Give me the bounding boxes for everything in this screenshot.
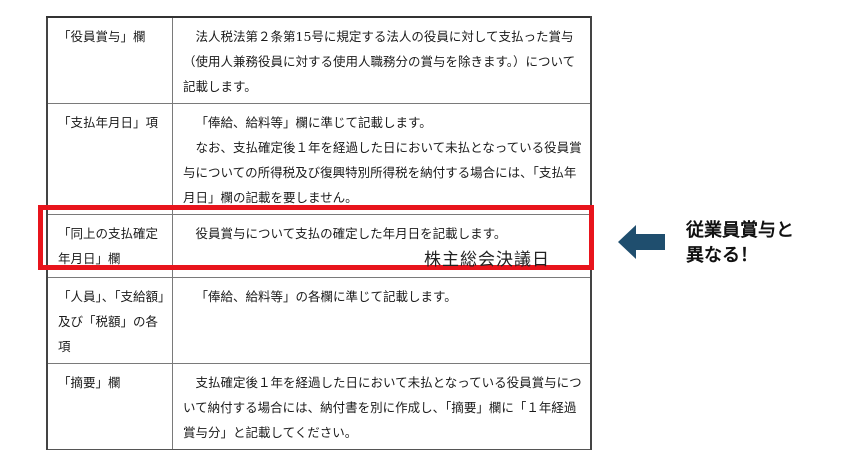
row-label: 「摘要」欄 xyxy=(46,363,173,450)
table-row: 「人員」、「支給額」及び「税額」の各項 「俸給、給料等」の各欄に準じて記載します… xyxy=(46,277,592,364)
row-description: 「俸給、給料等」の各欄に準じて記載します。 xyxy=(172,277,592,364)
row-label: 「人員」、「支給額」及び「税額」の各項 xyxy=(46,277,173,364)
table-row: 「摘要」欄 支払確定後１年を経過した日において未払となっている役員賞与について納… xyxy=(46,363,592,450)
row-label: 「同上の支払確定年月日」欄 xyxy=(46,214,173,278)
callout-text: 従業員賞与と 異なる！ xyxy=(686,218,836,268)
table-row: 「支払年月日」項 「俸給、給料等」欄に準じて記載します。 なお、支払確定後１年を… xyxy=(46,103,592,215)
row-label: 「支払年月日」項 xyxy=(46,103,173,215)
callout-line: 異なる！ xyxy=(686,245,758,266)
description-line: 役員賞与について支払の確定した年月日を記載します。 xyxy=(195,226,507,241)
description-line: なお、支払確定後１年を経過した日において未払となっている役員賞与についての所得税… xyxy=(183,140,582,205)
callout-line: 従業員賞与と xyxy=(686,220,794,241)
row-description: 「俸給、給料等」欄に準じて記載します。 なお、支払確定後１年を経過した日において… xyxy=(172,103,592,215)
description-line: 法人税法第２条第15号に規定する法人の役員に対して支払った賞与（使用人兼務役員に… xyxy=(183,29,576,94)
description-line: 「俸給、給料等」欄に準じて記載します。 xyxy=(195,115,432,130)
row-description: 法人税法第２条第15号に規定する法人の役員に対して支払った賞与（使用人兼務役員に… xyxy=(172,16,592,104)
left-arrow-icon xyxy=(618,225,665,259)
row-label: 「役員賞与」欄 xyxy=(46,16,173,104)
row-description: 支払確定後１年を経過した日において未払となっている役員賞与について納付する場合に… xyxy=(172,363,592,450)
description-table: 「役員賞与」欄 法人税法第２条第15号に規定する法人の役員に対して支払った賞与（… xyxy=(46,16,592,450)
annotation-note: 株主総会決議日 xyxy=(424,250,550,270)
table-row: 「役員賞与」欄 法人税法第２条第15号に規定する法人の役員に対して支払った賞与（… xyxy=(46,16,592,104)
description-line: 支払確定後１年を経過した日において未払となっている役員賞与について納付する場合に… xyxy=(183,375,582,440)
description-line: 「俸給、給料等」の各欄に準じて記載します。 xyxy=(195,289,457,304)
